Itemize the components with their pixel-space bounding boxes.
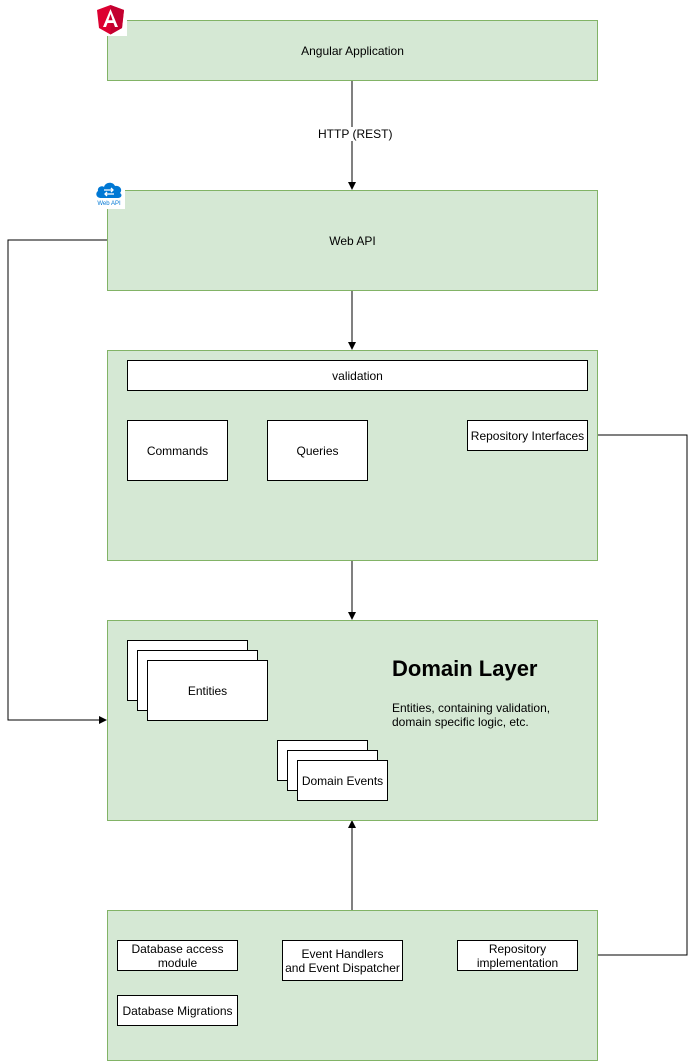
domain-events-label: Domain Events: [301, 773, 384, 788]
commands-label: Commands: [146, 443, 209, 458]
angular-application-box[interactable]: Angular Application: [107, 20, 598, 81]
http-edge-label: HTTP (REST): [316, 127, 395, 141]
commands-box[interactable]: Commands: [127, 420, 228, 481]
validation-label: validation: [332, 368, 383, 383]
database-migrations-box[interactable]: Database Migrations: [117, 995, 238, 1026]
entities-label: Entities: [187, 683, 228, 698]
queries-label: Queries: [296, 443, 339, 458]
domain-desc-line-1: Entities, containing validation,: [392, 701, 551, 715]
entities-box[interactable]: Entities: [147, 660, 268, 721]
angular-application-label: Angular Application: [301, 43, 404, 58]
database-access-line-1: Database access: [131, 941, 224, 956]
web-api-icon-caption: Web API: [97, 201, 121, 207]
web-api-label: Web API: [329, 233, 376, 248]
domain-desc-line-2: domain specific logic, etc.: [392, 715, 529, 729]
arrow-repo-impl-to-repo-interfaces: [577, 431, 688, 956]
domain-events-box[interactable]: Domain Events: [297, 760, 388, 801]
database-access-module-box[interactable]: Database access module: [117, 940, 238, 971]
domain-layer-description: Entities, containing validation, domain …: [392, 701, 550, 729]
database-migrations-label: Database Migrations: [122, 1003, 233, 1018]
angular-logo-icon: [94, 3, 127, 36]
event-handlers-line-2: and Event Dispatcher: [285, 960, 400, 975]
repository-interfaces-box[interactable]: Repository Interfaces: [467, 420, 588, 451]
event-handlers-box[interactable]: Event Handlers and Event Dispatcher: [282, 940, 403, 981]
queries-box[interactable]: Queries: [267, 420, 368, 481]
repository-implementation-box[interactable]: Repository implementation: [457, 940, 578, 971]
web-api-box[interactable]: Web API: [107, 190, 598, 291]
infrastructure-layer: [107, 910, 598, 1061]
repository-implementation-line-2: implementation: [476, 955, 559, 970]
domain-layer-title: Domain Layer: [392, 656, 538, 681]
database-access-line-2: module: [157, 955, 198, 970]
validation-box[interactable]: validation: [127, 360, 588, 391]
repository-implementation-line-1: Repository: [488, 941, 547, 956]
arrow-webapi-to-domain: [7, 239, 107, 724]
cloud-web-api-icon: Web API: [93, 179, 125, 209]
repository-interfaces-label: Repository Interfaces: [470, 428, 585, 443]
event-handlers-line-1: Event Handlers: [301, 946, 384, 961]
